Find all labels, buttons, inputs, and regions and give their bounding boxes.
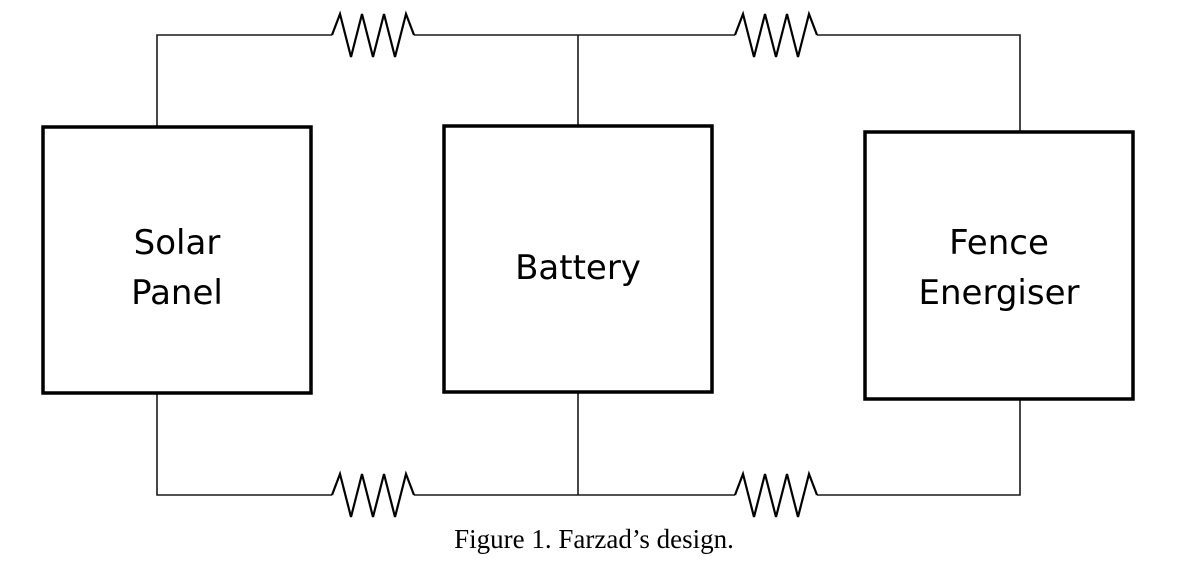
fence-energiser-box <box>863 130 1135 401</box>
resistors <box>330 10 819 518</box>
solar-panel-label-line2: Panel <box>131 273 223 313</box>
resistor-bottom-right <box>733 470 819 518</box>
fence-energiser-label-line2: Energiser <box>919 273 1080 313</box>
figure-caption: Figure 1. Farzad’s design. <box>454 524 734 554</box>
fence-energiser-label-line1: Fence <box>949 223 1049 263</box>
solar-panel-label-line1: Solar <box>134 223 221 263</box>
solar-panel-box <box>41 125 313 395</box>
resistor-top-left <box>330 10 416 58</box>
battery-block: Battery <box>442 124 714 394</box>
top-wires <box>156 34 1021 132</box>
wire-bottom-right <box>817 399 1021 496</box>
battery-label: Battery <box>515 248 641 288</box>
resistor-top-right <box>733 10 819 58</box>
battery-box <box>442 124 714 394</box>
wire-top-right <box>817 34 1021 132</box>
fence-energiser-block: Fence Energiser <box>863 130 1135 401</box>
wire-top-left <box>156 34 332 127</box>
wire-bottom-left <box>156 393 332 496</box>
solar-panel-block: Solar Panel <box>41 125 313 395</box>
resistor-bottom-left <box>330 470 416 518</box>
bottom-wires <box>156 392 1021 496</box>
